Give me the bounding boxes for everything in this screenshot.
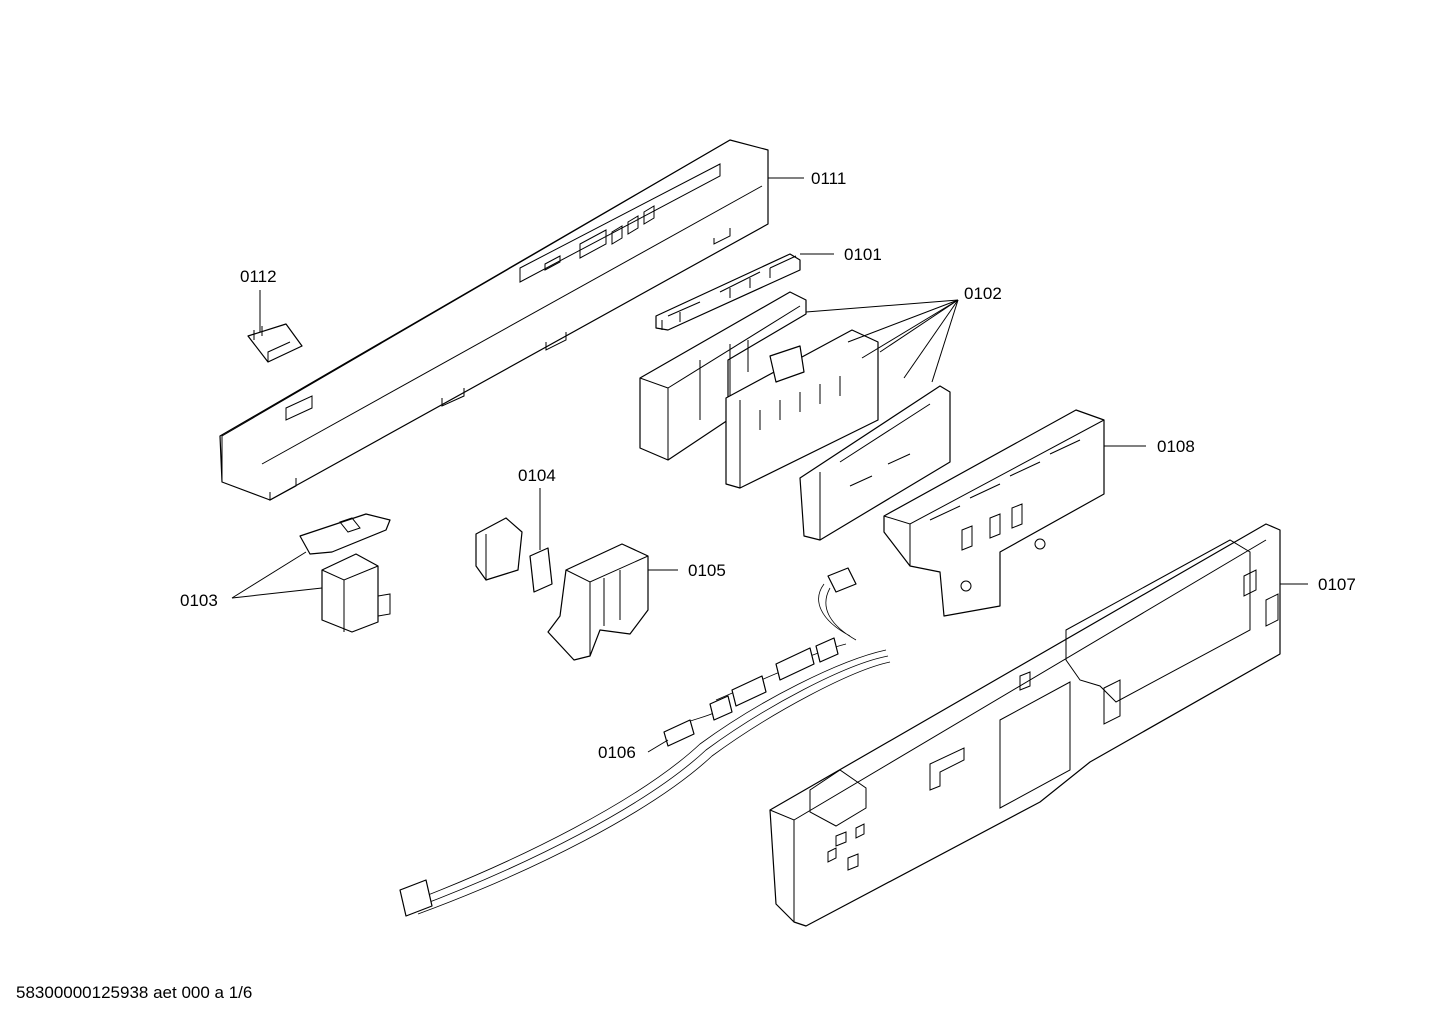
callout-0108: 0108 [1157, 437, 1195, 456]
leader-lines [231, 177, 1308, 753]
callout-0106: 0106 [598, 743, 636, 762]
drawing-id-footer: 58300000125938 aet 000 a 1/6 [16, 983, 253, 1002]
callout-0101: 0101 [844, 245, 882, 264]
part-0105-switch-holder [547, 543, 649, 661]
part-0112-clip [247, 323, 303, 363]
callout-0105: 0105 [688, 561, 726, 580]
part-0101-button-strip [655, 253, 801, 331]
part-0102-electronics-set [639, 291, 951, 541]
part-0104-relay [475, 517, 553, 593]
callout-0102: 0102 [964, 284, 1002, 303]
part-0111-control-panel [219, 139, 769, 501]
callout-0104: 0104 [518, 466, 556, 485]
callout-0103: 0103 [180, 591, 218, 610]
part-0106-wiring-harness [399, 567, 891, 917]
part-0108-housing [883, 409, 1105, 617]
part-0107-base-frame [769, 523, 1281, 927]
callout-0112: 0112 [240, 267, 277, 286]
part-0103-door-switch [299, 513, 391, 633]
callout-0111: 0111 [811, 169, 847, 188]
callout-0107: 0107 [1318, 575, 1356, 594]
